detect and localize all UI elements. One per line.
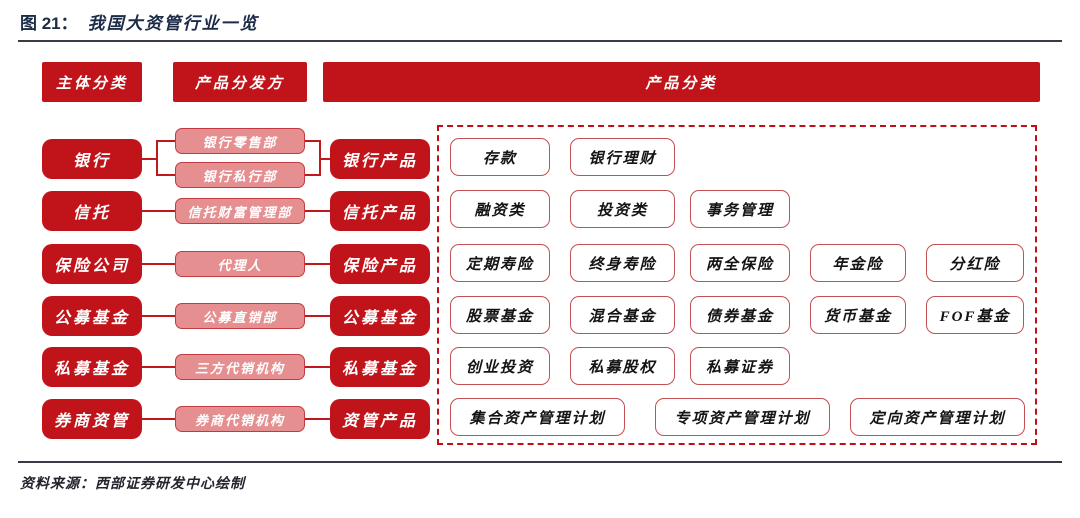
product-box-am-product: 资管产品 <box>330 399 430 439</box>
category-box-fof-fund: FOF基金 <box>926 296 1024 334</box>
category-box-venture-capital: 创业投资 <box>450 347 550 385</box>
figure-number: 图 21： <box>20 14 78 33</box>
source-label: 资料来源： <box>20 477 95 492</box>
category-box-annuity: 年金险 <box>810 244 906 282</box>
entity-box-broker-am: 券商资管 <box>42 399 142 439</box>
product-box-insurance: 保险产品 <box>330 244 430 284</box>
connector-line <box>156 140 175 142</box>
product-box-bank: 银行产品 <box>330 139 430 179</box>
connector-line <box>305 263 330 265</box>
connector-line <box>142 158 157 160</box>
category-box-targeted-am-plan: 定向资产管理计划 <box>850 398 1025 436</box>
connector-line <box>142 263 175 265</box>
category-box-affairs-mgmt: 事务管理 <box>690 190 790 228</box>
category-box-private-securities: 私募证券 <box>690 347 790 385</box>
entity-box-public-fund: 公募基金 <box>42 296 142 336</box>
product-box-private-fund: 私募基金 <box>330 347 430 387</box>
figure-title: 我国大资管行业一览 <box>87 14 259 33</box>
category-box-hybrid-fund: 混合基金 <box>570 296 675 334</box>
connector-line <box>156 140 158 176</box>
source-text: 西部证券研发中心绘制 <box>95 477 245 492</box>
header-product-classification: 产品分类 <box>323 62 1040 102</box>
category-box-special-am-plan: 专项资产管理计划 <box>655 398 830 436</box>
category-box-stock-fund: 股票基金 <box>450 296 550 334</box>
top-rule <box>18 40 1062 42</box>
connector-line <box>319 158 330 160</box>
entity-box-bank: 银行 <box>42 139 142 179</box>
distributor-box-bank-retail: 银行零售部 <box>175 128 305 154</box>
category-box-financing: 融资类 <box>450 190 550 228</box>
entity-box-private-fund: 私募基金 <box>42 347 142 387</box>
category-box-money-fund: 货币基金 <box>810 296 906 334</box>
figure-caption: 图 21： 我国大资管行业一览 <box>20 9 259 34</box>
connector-line <box>142 366 175 368</box>
header-product-distributor: 产品分发方 <box>173 62 307 102</box>
distributor-box-trust-wealth: 信托财富管理部 <box>175 198 305 224</box>
distributor-box-agent: 代理人 <box>175 251 305 277</box>
connector-line <box>142 315 175 317</box>
connector-line <box>142 210 175 212</box>
category-box-bond-fund: 债券基金 <box>690 296 790 334</box>
category-box-whole-life: 终身寿险 <box>570 244 675 282</box>
product-box-trust: 信托产品 <box>330 191 430 231</box>
product-classification-area <box>437 125 1037 445</box>
bottom-rule <box>18 461 1062 463</box>
connector-line <box>305 315 330 317</box>
entity-box-trust: 信托 <box>42 191 142 231</box>
distributor-box-bank-private: 银行私行部 <box>175 162 305 188</box>
distributor-box-direct-sales: 公募直销部 <box>175 303 305 329</box>
connector-line <box>305 140 321 142</box>
category-box-endowment: 两全保险 <box>690 244 790 282</box>
connector-line <box>142 418 175 420</box>
category-box-deposit: 存款 <box>450 138 550 176</box>
entity-box-insurance-company: 保险公司 <box>42 244 142 284</box>
header-entity-classification: 主体分类 <box>42 62 142 102</box>
connector-line <box>305 418 330 420</box>
category-box-investment: 投资类 <box>570 190 675 228</box>
category-box-private-equity: 私募股权 <box>570 347 675 385</box>
category-box-participating: 分红险 <box>926 244 1024 282</box>
category-box-bank-wealth: 银行理财 <box>570 138 675 176</box>
distributor-box-third-party: 三方代销机构 <box>175 354 305 380</box>
product-box-public-fund: 公募基金 <box>330 296 430 336</box>
distributor-box-broker-agency: 券商代销机构 <box>175 406 305 432</box>
connector-line <box>305 210 330 212</box>
connector-line <box>305 366 330 368</box>
source-note: 资料来源：西部证券研发中心绘制 <box>20 473 245 493</box>
category-box-term-life: 定期寿险 <box>450 244 550 282</box>
connector-line <box>156 174 175 176</box>
category-box-collective-am-plan: 集合资产管理计划 <box>450 398 625 436</box>
connector-line <box>305 174 321 176</box>
